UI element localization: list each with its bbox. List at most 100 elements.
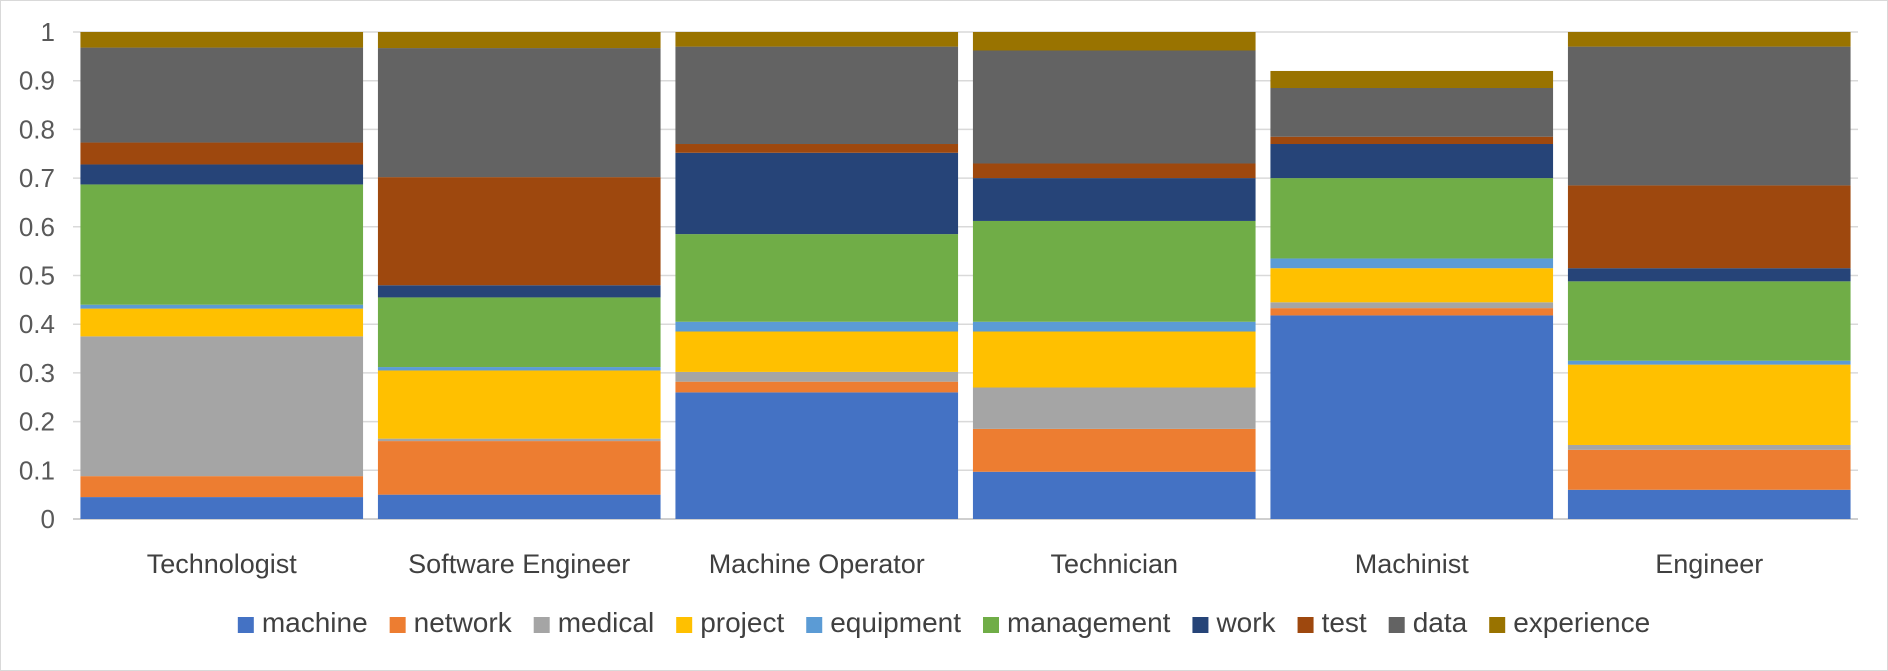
bar-segment-machine	[972, 471, 1256, 519]
bar-segment-experience	[972, 32, 1256, 51]
bar-segment-work	[972, 178, 1256, 221]
legend-label: medical	[558, 607, 654, 638]
bar-segment-data	[675, 46, 959, 145]
bar-segment-machine	[80, 497, 364, 519]
x-category-label: Engineer	[1655, 549, 1763, 579]
bar-segment-work	[377, 285, 661, 298]
bar-segment-equipment	[972, 321, 1256, 332]
legend-label: test	[1322, 607, 1367, 638]
bar-segment-network	[675, 381, 959, 393]
legend-swatch	[533, 617, 550, 633]
y-tick-label: 1	[41, 17, 55, 47]
bar-segment-experience	[1270, 70, 1554, 89]
legend-item-medical: medical	[533, 607, 654, 638]
legend-label: data	[1413, 607, 1468, 638]
bar-segment-management	[1270, 178, 1554, 259]
legend-item-data: data	[1388, 607, 1468, 638]
gridlines	[73, 31, 1858, 520]
bar-segment-management	[675, 234, 959, 322]
bar-segment-test	[80, 142, 364, 165]
bar-segment-work	[1567, 268, 1851, 282]
bar-segment-experience	[675, 32, 959, 47]
legend-swatch	[1388, 617, 1405, 633]
bar-segment-data	[377, 48, 661, 178]
legend-label: experience	[1513, 607, 1650, 638]
bar-segment-data	[972, 50, 1256, 164]
legend-label: management	[1007, 607, 1171, 638]
bar-segment-data	[80, 47, 364, 143]
legend-swatch	[806, 617, 823, 633]
legend-item-management: management	[983, 607, 1171, 638]
bar-segment-project	[972, 331, 1256, 388]
legend-swatch	[1192, 617, 1209, 633]
legend-label: machine	[262, 607, 368, 638]
y-tick-label: 0.2	[19, 407, 55, 437]
legend-swatch	[983, 617, 999, 633]
bar-segment-work	[675, 152, 959, 235]
bar-segment-project	[1567, 364, 1851, 445]
x-category-label: Software Engineer	[408, 549, 630, 579]
bar-segment-machine	[377, 494, 661, 519]
bar-segment-experience	[377, 32, 661, 49]
x-category-label: Machinist	[1355, 549, 1470, 579]
bar-segment-equipment	[377, 367, 661, 371]
legend-label: equipment	[830, 607, 961, 638]
bar-segment-work	[1270, 144, 1554, 179]
bar-segment-project	[675, 331, 959, 372]
bar-segment-network	[1270, 308, 1554, 316]
bar-segment-project	[80, 308, 364, 337]
bar-segment-management	[972, 220, 1256, 322]
y-tick-label: 0.5	[19, 261, 55, 291]
y-tick-label: 0.6	[19, 212, 55, 242]
bar-segment-test	[675, 144, 959, 153]
legend-item-project: project	[676, 607, 784, 638]
x-category-label: Technician	[1050, 549, 1178, 579]
y-axis: 00.10.20.30.40.50.60.70.80.91	[19, 17, 55, 534]
bar-segment-medical	[80, 336, 364, 477]
bar-segment-test	[972, 163, 1256, 179]
bar-segment-network	[972, 428, 1256, 472]
bar-segment-management	[1567, 281, 1851, 361]
bar-segment-medical	[1270, 302, 1554, 309]
legend: machine network medical project equipment man…	[237, 607, 1650, 638]
legend-item-work: work	[1192, 607, 1277, 638]
y-tick-label: 0.4	[19, 309, 55, 339]
legend-swatch	[1489, 617, 1506, 633]
legend-item-experience: experience	[1489, 607, 1650, 638]
legend-item-network: network	[389, 607, 513, 638]
y-tick-label: 0.7	[19, 163, 55, 193]
bar-segment-equipment	[1270, 258, 1554, 269]
bar-segment-experience	[80, 32, 364, 48]
bar-segment-machine	[1567, 489, 1851, 519]
bar-segment-network	[1567, 449, 1851, 490]
legend-item-equipment: equipment	[806, 607, 961, 638]
legend-swatch	[389, 617, 406, 633]
bar-segment-machine	[675, 392, 959, 519]
legend-item-machine: machine	[237, 607, 368, 638]
bar-segment-medical	[675, 371, 959, 382]
bar-segment-management	[377, 297, 661, 368]
bar-segment-data	[1567, 46, 1851, 186]
bar-segment-medical	[377, 438, 661, 442]
y-tick-label: 0.1	[19, 455, 55, 485]
bar-segment-machine	[1270, 315, 1554, 519]
bar-segment-experience	[1567, 32, 1851, 47]
legend-label: project	[700, 607, 784, 638]
bar-segment-equipment	[1567, 360, 1851, 365]
bar-segment-medical	[1567, 444, 1851, 450]
bar-segment-management	[80, 184, 364, 305]
bar-segment-project	[1270, 268, 1554, 303]
legend-swatch	[1297, 617, 1314, 633]
bar-segment-test	[377, 177, 661, 286]
bar-segment-work	[80, 164, 364, 185]
bar-segment-medical	[972, 387, 1256, 429]
bar-segment-network	[80, 476, 364, 498]
bar-segment-equipment	[675, 321, 959, 332]
bar-segment-equipment	[80, 304, 364, 309]
y-tick-label: 0.9	[19, 66, 55, 96]
bar-segment-project	[377, 370, 661, 439]
y-tick-label: 0	[41, 504, 55, 534]
legend-label: network	[414, 607, 513, 638]
